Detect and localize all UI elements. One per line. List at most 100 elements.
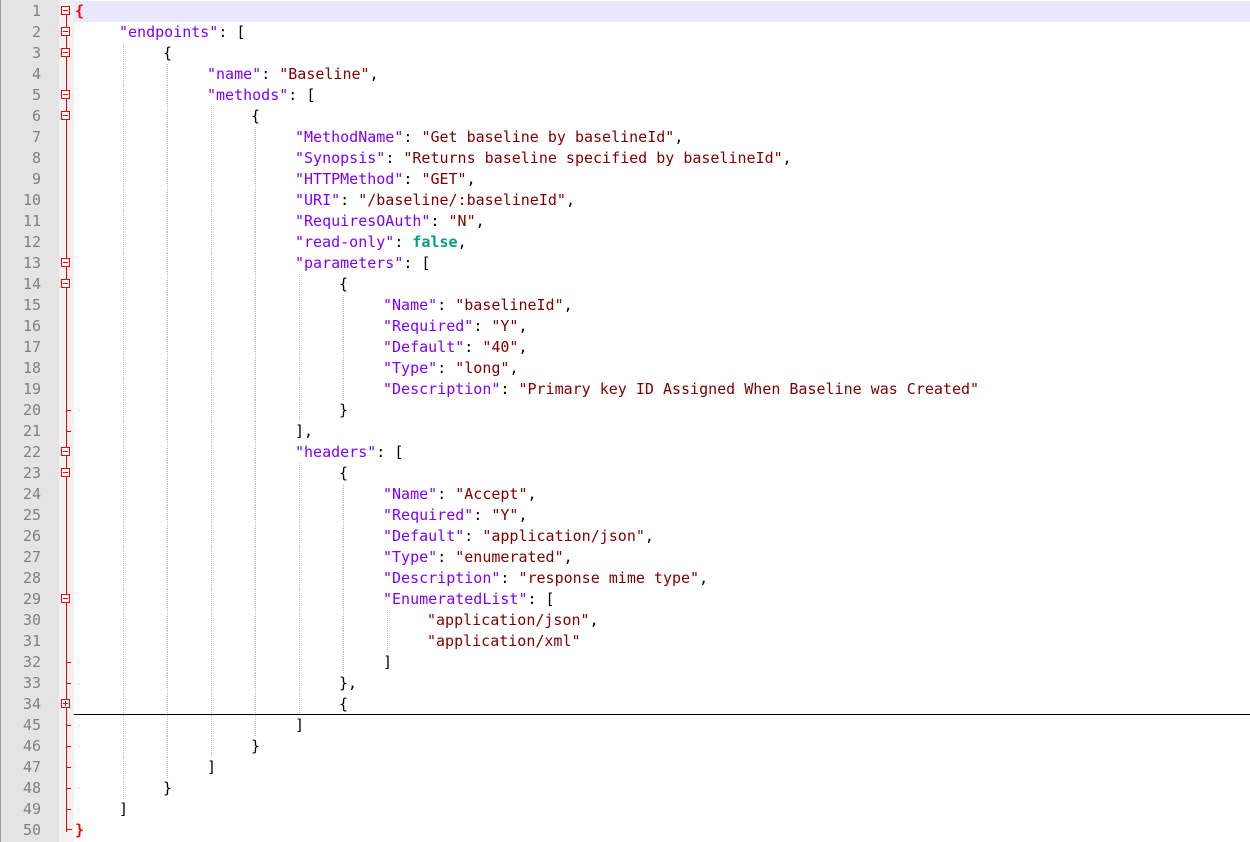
code-text[interactable]: "Synopsis": "Returns baseline specified …	[295, 148, 792, 169]
fold-expand-icon[interactable]	[61, 699, 70, 708]
indent-guide	[123, 715, 124, 736]
fold-collapse-icon[interactable]	[61, 258, 70, 267]
code-text[interactable]: "Type": "long",	[383, 358, 518, 379]
code-text[interactable]: ]	[383, 652, 392, 673]
code-line[interactable]: 49]	[0, 799, 1250, 820]
code-line[interactable]: 50}	[0, 820, 1250, 841]
code-line[interactable]: 2"endpoints": [	[0, 22, 1250, 43]
code-text[interactable]: "URI": "/baseline/:baselineId",	[295, 190, 575, 211]
code-line[interactable]: 19"Description": "Primary key ID Assigne…	[0, 379, 1250, 400]
code-text[interactable]: "Required": "Y",	[383, 505, 528, 526]
code-text[interactable]: {	[339, 694, 348, 715]
code-text[interactable]: "Name": "baselineId",	[383, 295, 573, 316]
code-line[interactable]: 27"Type": "enumerated",	[0, 547, 1250, 568]
fold-collapse-icon[interactable]	[61, 279, 70, 288]
code-text[interactable]: }	[339, 400, 348, 421]
code-line[interactable]: 9"HTTPMethod": "GET",	[0, 169, 1250, 190]
code-text[interactable]: }	[251, 736, 260, 757]
code-text[interactable]: "Description": "response mime type",	[383, 568, 708, 589]
fold-collapse-icon[interactable]	[61, 6, 70, 15]
code-line[interactable]: 12"read-only": false,	[0, 232, 1250, 253]
code-text[interactable]: "parameters": [	[295, 253, 430, 274]
code-text[interactable]: "name": "Baseline",	[207, 64, 379, 85]
code-line[interactable]: 28"Description": "response mime type",	[0, 568, 1250, 589]
code-line[interactable]: 3{	[0, 43, 1250, 64]
code-text[interactable]: "Required": "Y",	[383, 316, 528, 337]
code-line[interactable]: 34{	[0, 694, 1250, 715]
code-text[interactable]: ]	[207, 757, 216, 778]
code-line[interactable]: 20}	[0, 400, 1250, 421]
code-text[interactable]: "HTTPMethod": "GET",	[295, 169, 476, 190]
line-background	[74, 316, 1250, 337]
code-line[interactable]: 24"Name": "Accept",	[0, 484, 1250, 505]
code-line[interactable]: 5"methods": [	[0, 85, 1250, 106]
fold-collapse-icon[interactable]	[61, 90, 70, 99]
fold-collapse-icon[interactable]	[61, 447, 70, 456]
code-text[interactable]: "methods": [	[207, 85, 315, 106]
code-line[interactable]: 33},	[0, 673, 1250, 694]
fold-collapse-icon[interactable]	[61, 468, 70, 477]
code-text[interactable]: "Default": "application/json",	[383, 526, 654, 547]
code-text[interactable]: },	[339, 673, 357, 694]
code-text[interactable]: "read-only": false,	[295, 232, 467, 253]
code-line[interactable]: 31"application/xml"	[0, 631, 1250, 652]
code-line[interactable]: 30"application/json",	[0, 610, 1250, 631]
code-line[interactable]: 16"Required": "Y",	[0, 316, 1250, 337]
code-text[interactable]: "Type": "enumerated",	[383, 547, 573, 568]
json-punctuation: ,	[457, 233, 467, 251]
code-line[interactable]: 18"Type": "long",	[0, 358, 1250, 379]
code-line[interactable]: 47]	[0, 757, 1250, 778]
fold-collapse-icon[interactable]	[61, 27, 70, 36]
code-line[interactable]: 11"RequiresOAuth": "N",	[0, 211, 1250, 232]
code-text[interactable]: ],	[295, 421, 313, 442]
code-text[interactable]: {	[75, 1, 84, 22]
code-line[interactable]: 13"parameters": [	[0, 253, 1250, 274]
line-number-gutter	[0, 0, 59, 842]
code-text[interactable]: {	[339, 463, 348, 484]
code-line[interactable]: 45]	[0, 715, 1250, 736]
code-line[interactable]: 23{	[0, 463, 1250, 484]
fold-collapse-icon[interactable]	[61, 594, 70, 603]
code-text[interactable]: "headers": [	[295, 442, 403, 463]
code-line[interactable]: 7"MethodName": "Get baseline by baseline…	[0, 127, 1250, 148]
code-text[interactable]: ]	[295, 715, 304, 736]
code-line[interactable]: 10"URI": "/baseline/:baselineId",	[0, 190, 1250, 211]
json-punctuation: :	[394, 233, 413, 251]
code-text[interactable]: "Default": "40",	[383, 337, 528, 358]
code-text[interactable]: }	[163, 778, 172, 799]
code-text[interactable]: "application/xml"	[427, 631, 581, 652]
indent-guide	[123, 211, 124, 232]
code-text[interactable]: "endpoints": [	[119, 22, 245, 43]
code-line[interactable]: 15"Name": "baselineId",	[0, 295, 1250, 316]
code-line[interactable]: 22"headers": [	[0, 442, 1250, 463]
fold-collapse-icon[interactable]	[61, 111, 70, 120]
code-line[interactable]: 29"EnumeratedList": [	[0, 589, 1250, 610]
code-line[interactable]: 17"Default": "40",	[0, 337, 1250, 358]
code-line[interactable]: 1{	[0, 1, 1250, 22]
code-text[interactable]: }	[75, 820, 84, 841]
code-line[interactable]: 4"name": "Baseline",	[0, 64, 1250, 85]
code-text[interactable]: {	[251, 106, 260, 127]
code-line[interactable]: 46}	[0, 736, 1250, 757]
code-text[interactable]: "application/json",	[427, 610, 599, 631]
code-text[interactable]: "Name": "Accept",	[383, 484, 537, 505]
code-text[interactable]: "RequiresOAuth": "N",	[295, 211, 485, 232]
code-line[interactable]: 21],	[0, 421, 1250, 442]
code-line[interactable]: 6{	[0, 106, 1250, 127]
code-text[interactable]: "Description": "Primary key ID Assigned …	[383, 379, 979, 400]
code-text[interactable]: ]	[119, 799, 128, 820]
code-line[interactable]: 26"Default": "application/json",	[0, 526, 1250, 547]
code-text[interactable]: "MethodName": "Get baseline by baselineI…	[295, 127, 683, 148]
indent-guide	[123, 232, 124, 253]
code-line[interactable]: 25"Required": "Y",	[0, 505, 1250, 526]
code-line[interactable]: 48}	[0, 778, 1250, 799]
code-text[interactable]: {	[339, 274, 348, 295]
fold-collapse-icon[interactable]	[61, 48, 70, 57]
code-line[interactable]: 8"Synopsis": "Returns baseline specified…	[0, 148, 1250, 169]
code-text[interactable]: {	[163, 43, 172, 64]
code-line[interactable]: 32]	[0, 652, 1250, 673]
line-background	[74, 274, 1250, 295]
code-text[interactable]: "EnumeratedList": [	[383, 589, 555, 610]
code-line[interactable]: 14{	[0, 274, 1250, 295]
